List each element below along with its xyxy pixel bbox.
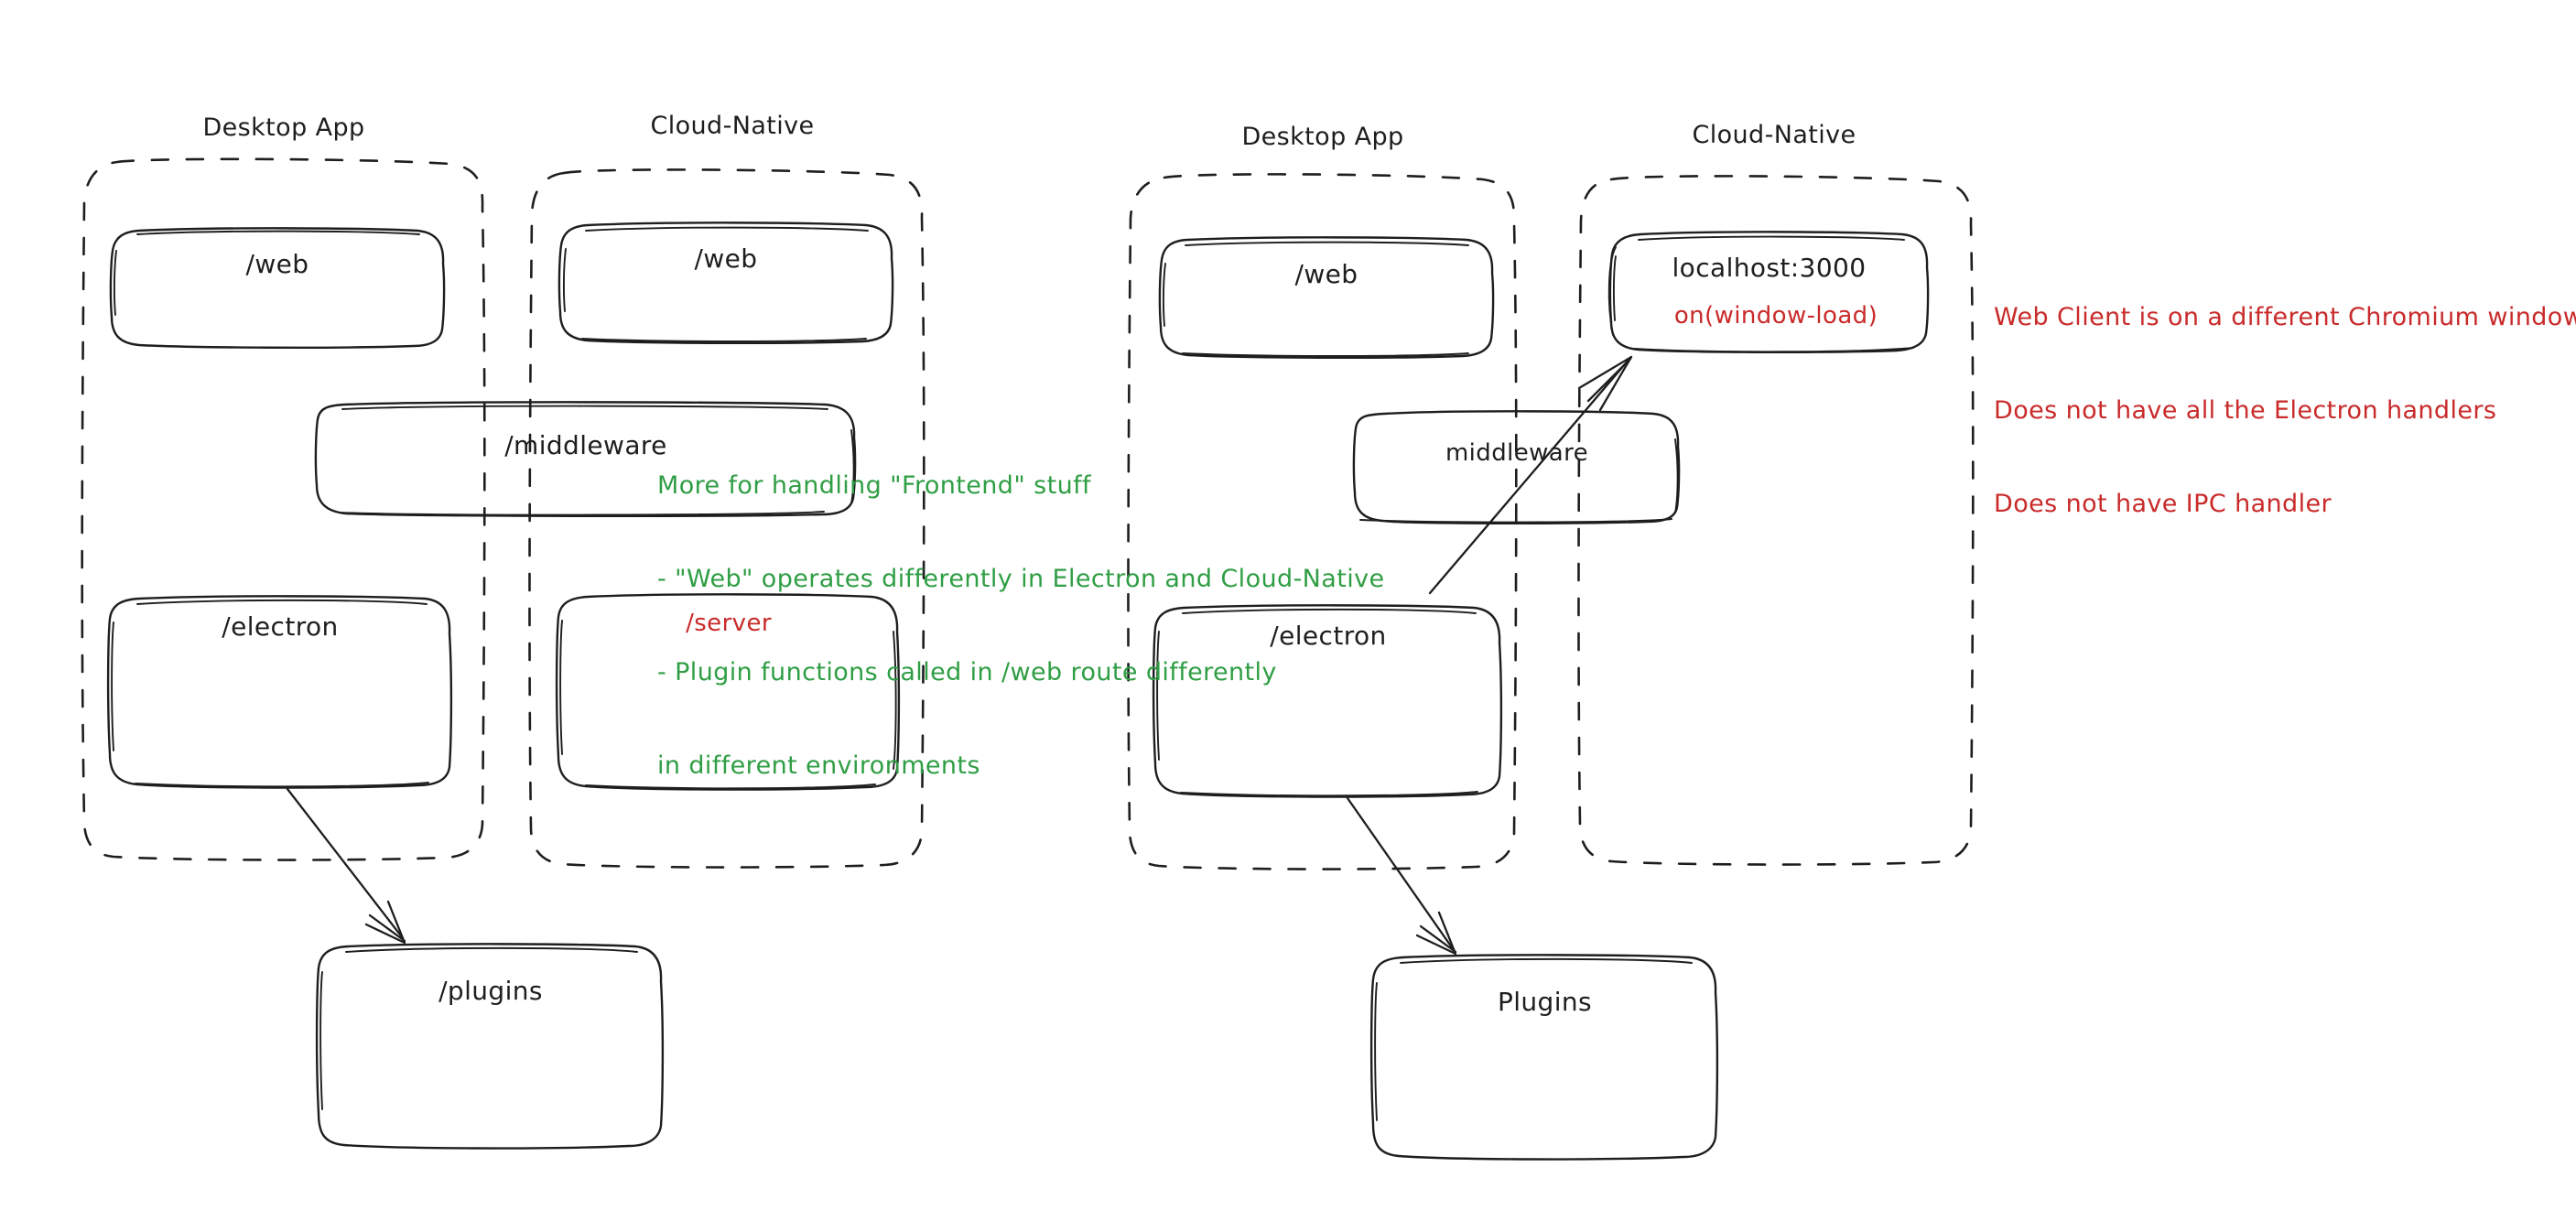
node-right-plugins-shape (1369, 954, 1719, 1161)
group-title-right-cloud-native: Cloud-Native (1692, 121, 1856, 149)
arrow-left-electron-to-plugins (286, 787, 406, 945)
group-right-cloud-native (1577, 175, 1975, 866)
group-title-left-cloud-native: Cloud-Native (650, 112, 815, 140)
node-sublabel-right-localhost-onwindowload: on(window-load) (1673, 302, 1878, 330)
node-left-electron-shape (106, 595, 453, 789)
node-label-left-cloud-web: /web (694, 243, 758, 274)
node-right-localhost-shape (1607, 231, 1930, 354)
node-left-desktop-web-shape (109, 227, 446, 350)
annotation-green-line-3: - Plugin functions called in /web route … (657, 658, 1277, 686)
group-left-cloud-native (528, 168, 925, 869)
node-right-middleware-shape (1352, 410, 1681, 525)
group-right-desktop-app (1127, 173, 1518, 870)
node-label-right-desktop-web: /web (1294, 259, 1358, 289)
node-right-electron-shape (1152, 604, 1503, 798)
node-label-right-localhost: localhost:3000 (1672, 253, 1867, 283)
node-label-right-plugins: Plugins (1497, 987, 1593, 1017)
node-label-left-electron: /electron (222, 611, 339, 642)
annotation-green-line-2: - "Web" operates differently in Electron… (657, 565, 1385, 593)
group-title-left-desktop-app: Desktop App (202, 113, 365, 142)
node-left-middleware-shape (314, 401, 857, 518)
annotation-green-line-4: in different environments (657, 751, 980, 780)
annotation-red-line-1: Web Client is on a different Chromium wi… (1994, 303, 2576, 331)
annotation-green-line-1: More for handling "Frontend" stuff (657, 471, 1091, 500)
arrow-right-electron-to-plugins (1346, 796, 1457, 956)
node-label-left-middleware: /middleware (504, 430, 667, 460)
annotation-green-frontend: More for handling "Frontend" stuff - "We… (657, 408, 1385, 844)
annotation-red-line-3: Does not have IPC handler (1994, 490, 2332, 518)
node-label-right-middleware: middleware (1445, 439, 1589, 467)
node-label-left-server: /server (686, 610, 772, 637)
annotation-red-web-client: Web Client is on a different Chromium wi… (1994, 240, 2576, 582)
node-label-left-desktop-web: /web (245, 249, 309, 279)
node-left-plugins-shape (315, 943, 665, 1150)
arrow-right-electron-to-localhost (1428, 355, 1633, 595)
node-label-right-electron: /electron (1270, 621, 1387, 651)
annotation-red-line-2: Does not have all the Electron handlers (1994, 396, 2497, 425)
node-left-server-shape (555, 593, 901, 791)
node-right-desktop-web-shape (1158, 236, 1495, 360)
group-title-right-desktop-app: Desktop App (1241, 123, 1404, 151)
node-label-left-plugins: /plugins (438, 976, 543, 1006)
node-left-cloud-web-shape (557, 222, 894, 345)
